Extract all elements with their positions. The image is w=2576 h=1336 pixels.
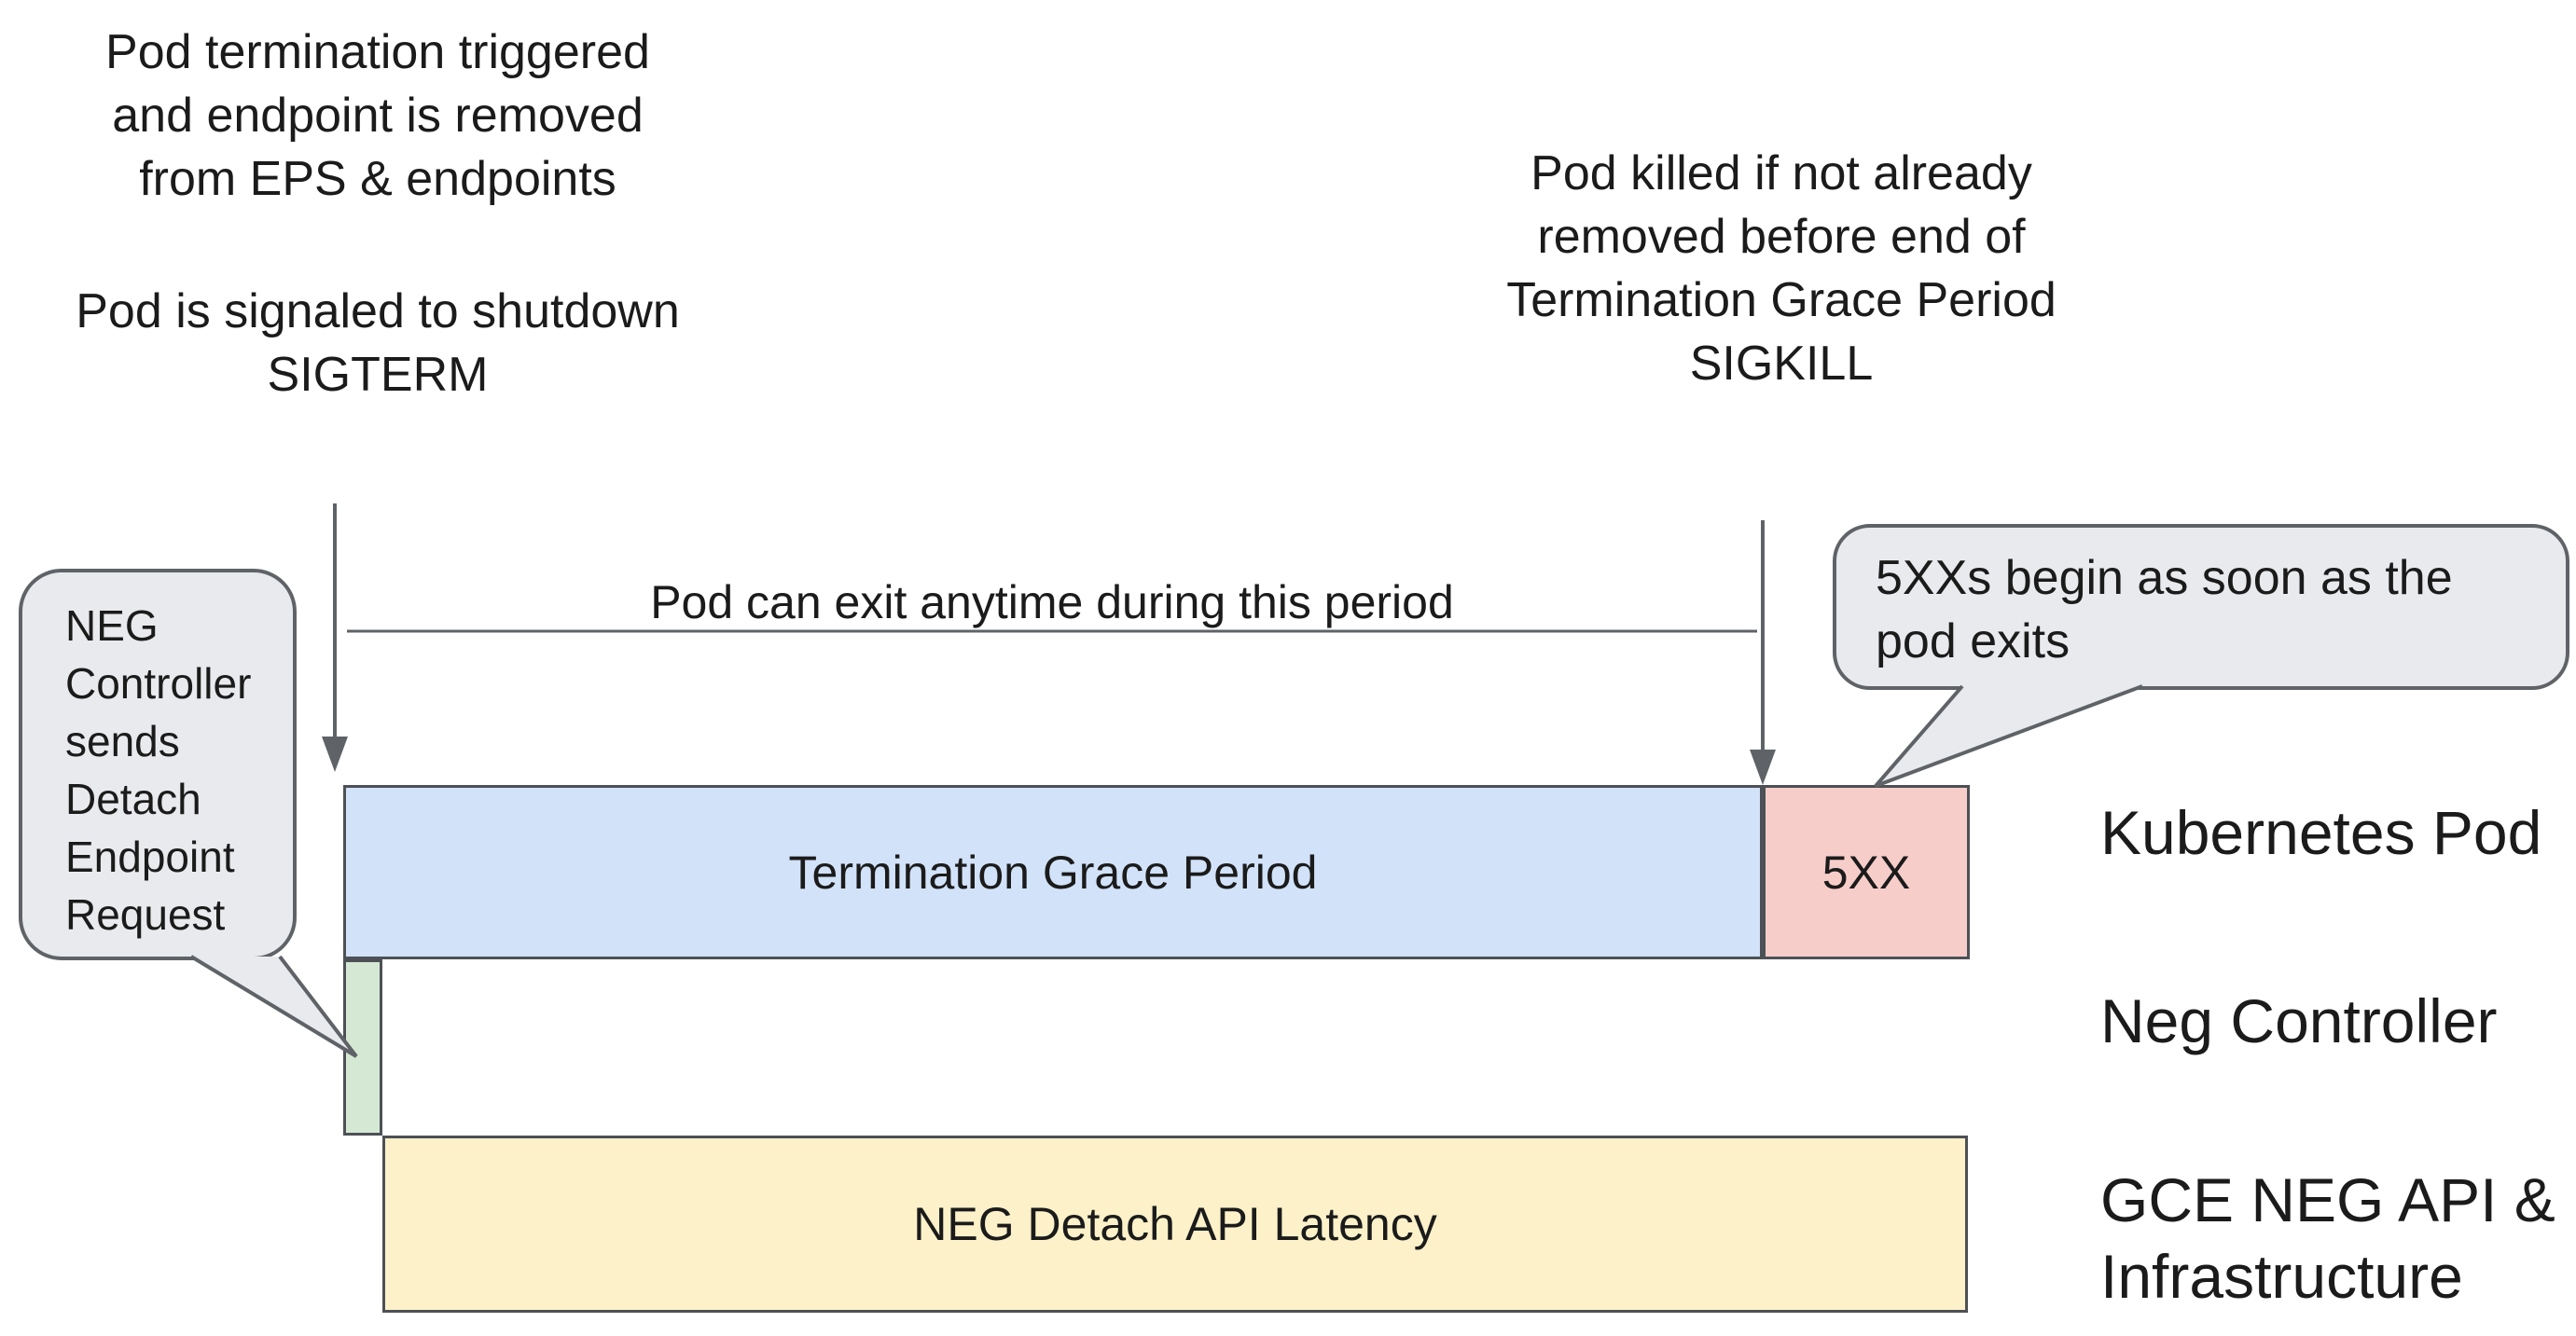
left-bubble-tail-fill: [191, 957, 356, 1056]
row-label-neg-controller: Neg Controller: [2100, 986, 2498, 1055]
right-bubble-tail-fill: [1876, 686, 2142, 786]
note-sigkill: Pod killed if not already removed before…: [1506, 146, 2057, 391]
bar-5xx: 5XX: [1763, 785, 1970, 959]
row-label-gce-neg-api: GCE NEG API & Infrastructure: [2100, 1165, 2555, 1311]
sigkill-arrow-head-icon: [1750, 750, 1776, 785]
left-bubble-tail-outline: [189, 955, 358, 1058]
bar-termination-grace-period-label: Termination Grace Period: [788, 846, 1318, 899]
note-pod-termination-triggered: Pod termination triggered and endpoint i…: [105, 25, 650, 206]
sigterm-arrow-head-icon: [322, 737, 348, 772]
right-bubble-tail-outline: [1874, 684, 2143, 788]
speech-bubble-neg-controller: NEG Controller sends Detach Endpoint Req…: [19, 569, 297, 960]
bar-neg-detach-request: [343, 959, 382, 1136]
range-label-pod-can-exit: Pod can exit anytime during this period: [650, 576, 1454, 628]
speech-bubble-5xx-begin: 5XXs begin as soon as the pod exits: [1833, 524, 2569, 690]
bar-neg-detach-api-latency: NEG Detach API Latency: [382, 1136, 1968, 1313]
note-pod-termination-block: Pod termination triggered and endpoint i…: [56, 21, 699, 406]
row-label-kubernetes-pod: Kubernetes Pod: [2100, 798, 2542, 867]
bar-neg-detach-api-latency-label: NEG Detach API Latency: [913, 1198, 1437, 1250]
note-sigterm: Pod is signaled to shutdown SIGTERM: [76, 284, 680, 402]
bar-termination-grace-period: Termination Grace Period: [343, 785, 1763, 959]
bar-5xx-label: 5XX: [1821, 846, 1911, 899]
speech-bubble-5xx-begin-text: 5XXs begin as soon as the pod exits: [1876, 551, 2453, 668]
speech-bubble-neg-controller-text: NEG Controller sends Detach Endpoint Req…: [65, 601, 252, 939]
